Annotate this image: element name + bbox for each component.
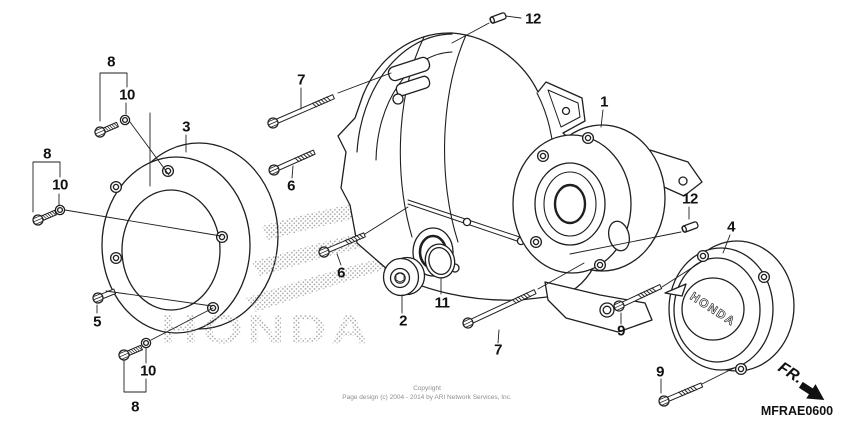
cover3-boss	[109, 251, 123, 265]
screw-8-midleft	[30, 209, 57, 228]
callout-6-upper[interactable]: 6	[287, 177, 295, 195]
leader-lines	[32, 15, 735, 394]
diagram-code: MFRAE0600	[760, 404, 834, 418]
callout-6-lower[interactable]: 6	[337, 264, 345, 282]
callout-7-upper[interactable]: 7	[297, 71, 305, 89]
callout-3[interactable]: 3	[182, 118, 190, 136]
washer-10-upperleft	[119, 114, 131, 126]
cap-part-2	[382, 256, 426, 297]
screw-8-lowerleft	[116, 344, 143, 363]
callout-1[interactable]: 1	[600, 93, 608, 111]
fr-direction-indicator: FR.	[775, 359, 825, 401]
oring-part-11	[424, 243, 456, 279]
callout-10-midleft[interactable]: 10	[52, 176, 68, 194]
callout-5[interactable]: 5	[93, 313, 101, 331]
dowel-pin-right	[680, 220, 700, 234]
callout-8-midleft[interactable]: 8	[43, 145, 51, 163]
screw-8-upperleft	[92, 121, 119, 140]
copyright-line1: Copyright	[413, 385, 441, 392]
callout-11[interactable]: 11	[434, 294, 450, 312]
callout-10-lowerleft[interactable]: 10	[140, 362, 156, 380]
callout-12-right[interactable]: 12	[682, 190, 698, 208]
honda-watermark: HONDA	[161, 177, 623, 352]
bolt-9-upper	[611, 284, 663, 314]
callout-12-top[interactable]: 12	[525, 10, 541, 28]
callout-9-lower[interactable]: 9	[656, 363, 664, 381]
callout-9-upper[interactable]: 9	[617, 322, 625, 340]
callout-2[interactable]: 2	[399, 312, 407, 330]
bolt-7-lower	[460, 289, 537, 331]
callout-8-lowerleft[interactable]: 8	[131, 398, 139, 416]
fr-label: FR.	[775, 359, 806, 387]
callout-7-lower[interactable]: 7	[494, 341, 502, 359]
bolt-9-lower	[656, 382, 704, 409]
callout-8-upperleft[interactable]: 8	[107, 53, 115, 71]
copyright-line2: Page design (c) 2004 - 2014 by ARI Netwo…	[342, 394, 512, 402]
washer-10-midleft	[54, 204, 66, 216]
callout-10-upperleft[interactable]: 10	[119, 86, 135, 104]
cover3-boss	[161, 164, 175, 178]
left-cover-part-3	[101, 142, 279, 334]
bolt-7-upper	[265, 94, 335, 131]
fr-arrow-icon	[798, 381, 825, 401]
cover3-boss	[215, 230, 229, 244]
watermark-honda-text: HONDA	[161, 306, 373, 352]
right-round-cover-part-4: HONDA	[664, 240, 795, 376]
bolt-6-lower	[316, 232, 366, 260]
bolt-5	[90, 288, 117, 306]
washer-10-lowerleft	[140, 337, 152, 349]
copyright-notice: Copyright Page design (c) 2004 - 2014 by…	[342, 384, 511, 403]
right-cover-part-1	[512, 124, 666, 333]
callout-4[interactable]: 4	[727, 218, 735, 236]
dowel-pin-top	[488, 11, 508, 25]
cover3-boss	[109, 180, 123, 194]
bolt-6-upper	[266, 149, 316, 178]
